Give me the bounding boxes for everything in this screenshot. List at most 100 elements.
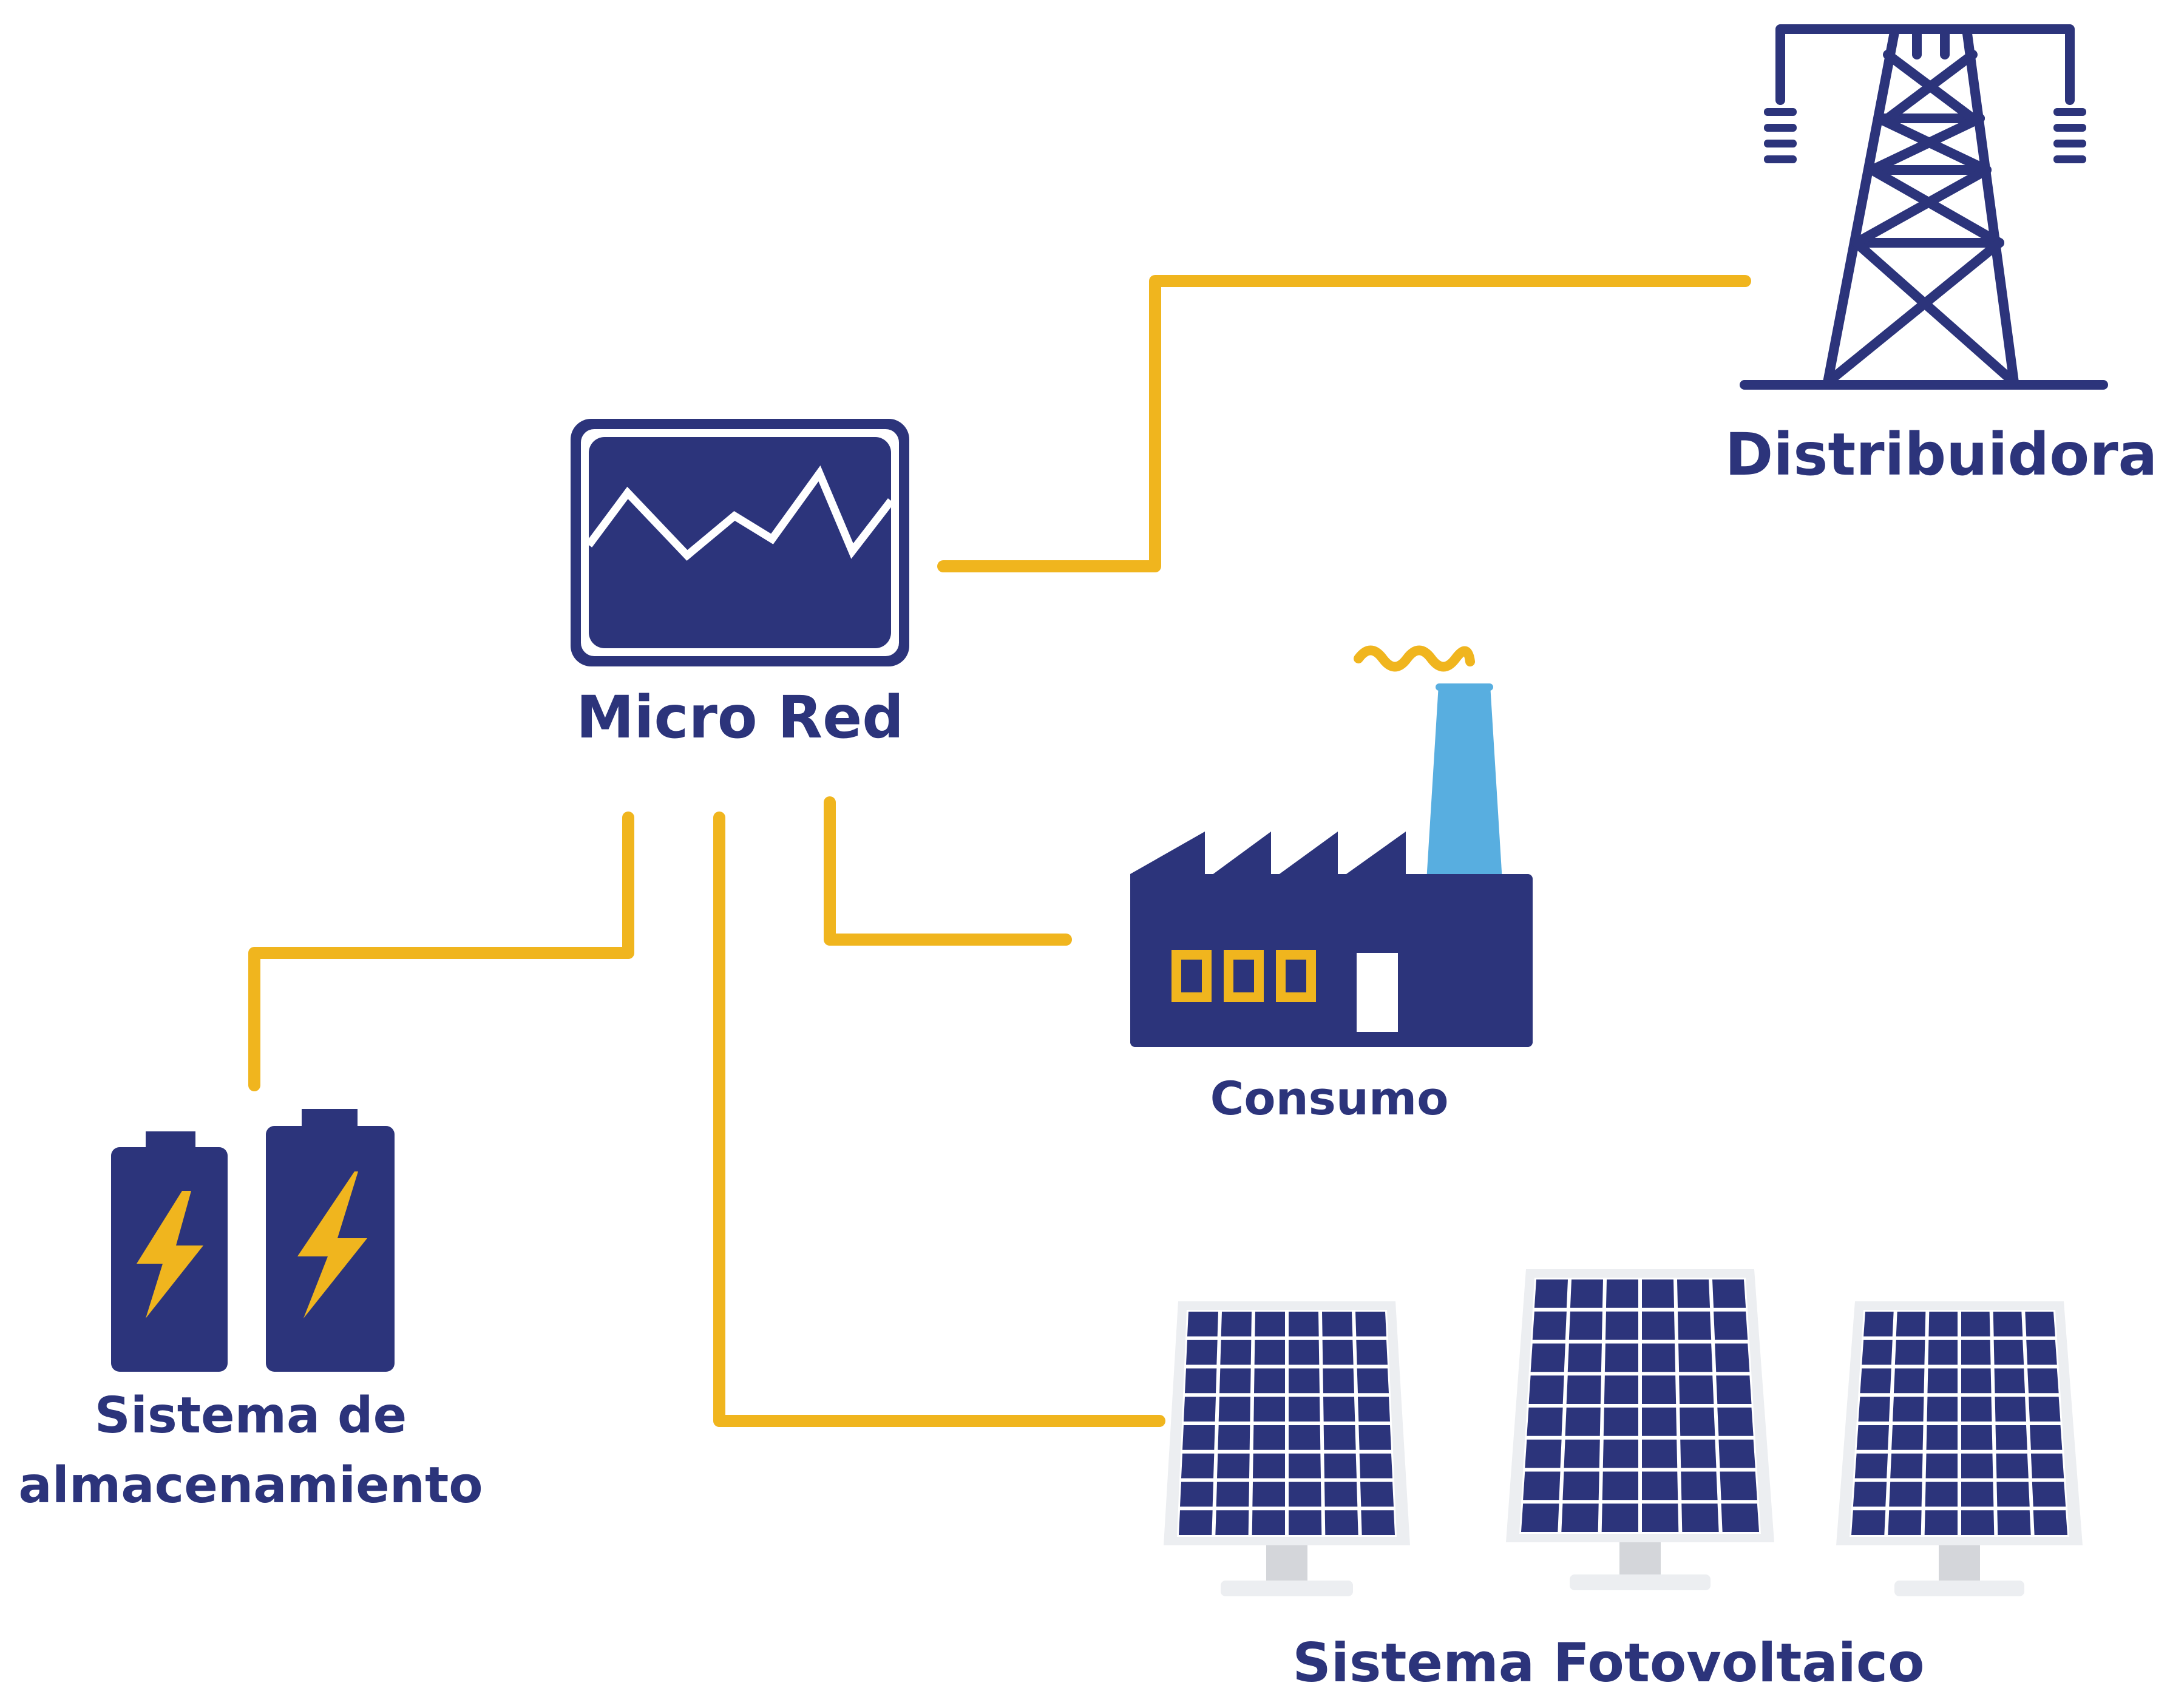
solar-cell	[1720, 1471, 1757, 1500]
solar-cell	[1681, 1503, 1719, 1532]
solar-cell	[1289, 1340, 1320, 1365]
solar-cell	[1221, 1312, 1252, 1337]
solar-cell	[1679, 1375, 1714, 1404]
solar-cell	[1718, 1439, 1755, 1468]
connector-microgrid-consumption	[824, 796, 1072, 946]
solar-cell	[1995, 1425, 2027, 1450]
transmission-tower-icon	[1740, 24, 2108, 390]
solar-cell	[1890, 1453, 1923, 1479]
solar-cell	[1324, 1482, 1358, 1507]
solar-panel-icon	[1506, 1269, 1774, 1590]
connector-microgrid-distributor	[937, 275, 1751, 572]
solar-cell	[1642, 1311, 1675, 1340]
solar-cell	[1716, 1375, 1752, 1404]
solar-cell	[1854, 1453, 1888, 1479]
solar-cell	[1928, 1340, 1958, 1365]
solar-cell	[1994, 1368, 2026, 1394]
solar-cell	[1359, 1453, 1392, 1479]
connector-microgrid-storage	[248, 812, 634, 1091]
solar-cell	[1602, 1439, 1638, 1468]
distributor-label: Distribuidora	[1725, 421, 2158, 489]
solar-cell	[1961, 1482, 1994, 1507]
battery-icon	[266, 1109, 395, 1372]
solar-cell	[1532, 1311, 1567, 1340]
solar-cell	[1562, 1471, 1599, 1500]
solar-cell	[1712, 1279, 1746, 1308]
solar-cell	[2033, 1510, 2067, 1535]
solar-cell	[1289, 1482, 1321, 1507]
solar-cell	[1252, 1482, 1285, 1507]
solar-panel-array	[1164, 1269, 2083, 1596]
solar-cell	[1289, 1312, 1319, 1337]
solar-cell	[1179, 1510, 1213, 1535]
solar-cell	[1860, 1368, 1891, 1394]
solar-panel-icon	[1164, 1301, 1410, 1596]
solar-cell	[1680, 1439, 1717, 1468]
factory-icon	[1130, 645, 1533, 1047]
solar-cell	[1521, 1503, 1559, 1532]
solar-cell	[1565, 1408, 1601, 1436]
solar-cell	[1604, 1375, 1638, 1404]
solar-cell	[2026, 1340, 2057, 1365]
storage-label-line2: almacenamiento	[18, 1457, 483, 1514]
solar-cell	[1604, 1343, 1638, 1372]
solar-cell	[1566, 1375, 1601, 1404]
solar-cell	[1605, 1279, 1638, 1308]
solar-cell	[1853, 1482, 1887, 1507]
solar-cell	[1961, 1425, 1993, 1450]
solar-cell	[1568, 1311, 1602, 1340]
solar-cell	[1996, 1453, 2029, 1479]
solar-cell	[1602, 1471, 1638, 1500]
solar-cell	[1534, 1279, 1568, 1308]
solar-cell	[1357, 1368, 1389, 1394]
solar-cell	[1181, 1453, 1215, 1479]
solar-cell	[1603, 1408, 1638, 1436]
solar-cell	[1252, 1510, 1285, 1535]
solar-cell	[1523, 1471, 1561, 1500]
solar-cell	[1925, 1453, 1958, 1479]
solar-cell	[1289, 1510, 1322, 1535]
microgrid-label: Micro Red	[576, 683, 904, 751]
solar-cell	[1180, 1482, 1213, 1507]
solar-cell	[1561, 1503, 1599, 1532]
solar-cell	[1253, 1453, 1285, 1479]
solar-cell	[1218, 1397, 1250, 1422]
solar-cell	[1323, 1397, 1355, 1422]
solar-cell	[1926, 1425, 1958, 1450]
solar-cell	[1324, 1453, 1357, 1479]
solar-cell	[1995, 1397, 2026, 1422]
battery-icon	[111, 1131, 228, 1372]
solar-cell	[1605, 1311, 1638, 1340]
solar-cell	[1961, 1368, 1992, 1394]
solar-cell	[1993, 1340, 2024, 1365]
solar-cell	[1570, 1279, 1603, 1308]
solar-cell	[1961, 1453, 1993, 1479]
solar-cell	[2030, 1453, 2064, 1479]
solar-cell	[1642, 1503, 1679, 1532]
solar-cell	[1185, 1368, 1217, 1394]
solar-cell	[1323, 1425, 1356, 1450]
solar-cell	[1216, 1482, 1249, 1507]
solar-cell	[1323, 1368, 1354, 1394]
solar-cell	[1894, 1340, 1925, 1365]
smoke-icon	[1354, 645, 1475, 672]
solar-cell	[1678, 1311, 1712, 1340]
solar-cell	[1893, 1368, 1925, 1394]
solar-cell	[1889, 1482, 1922, 1507]
solar-cell	[1220, 1340, 1252, 1365]
solar-cell	[1997, 1510, 2031, 1535]
storage-label-line1: Sistema de	[95, 1387, 407, 1445]
solar-cell	[1525, 1439, 1562, 1468]
solar-cell	[1255, 1312, 1285, 1337]
solar-panel-icon	[1836, 1301, 2083, 1596]
solar-cell	[1888, 1510, 1922, 1535]
solar-cell	[1254, 1340, 1285, 1365]
solar-cell	[2032, 1482, 2066, 1507]
solar-cell	[1289, 1368, 1320, 1394]
solar-cell	[1289, 1453, 1321, 1479]
solar-cell	[1289, 1397, 1320, 1422]
connector-microgrid-photovoltaic	[713, 812, 1165, 1427]
solar-cell	[1218, 1425, 1250, 1450]
solar-cell	[1678, 1343, 1713, 1372]
